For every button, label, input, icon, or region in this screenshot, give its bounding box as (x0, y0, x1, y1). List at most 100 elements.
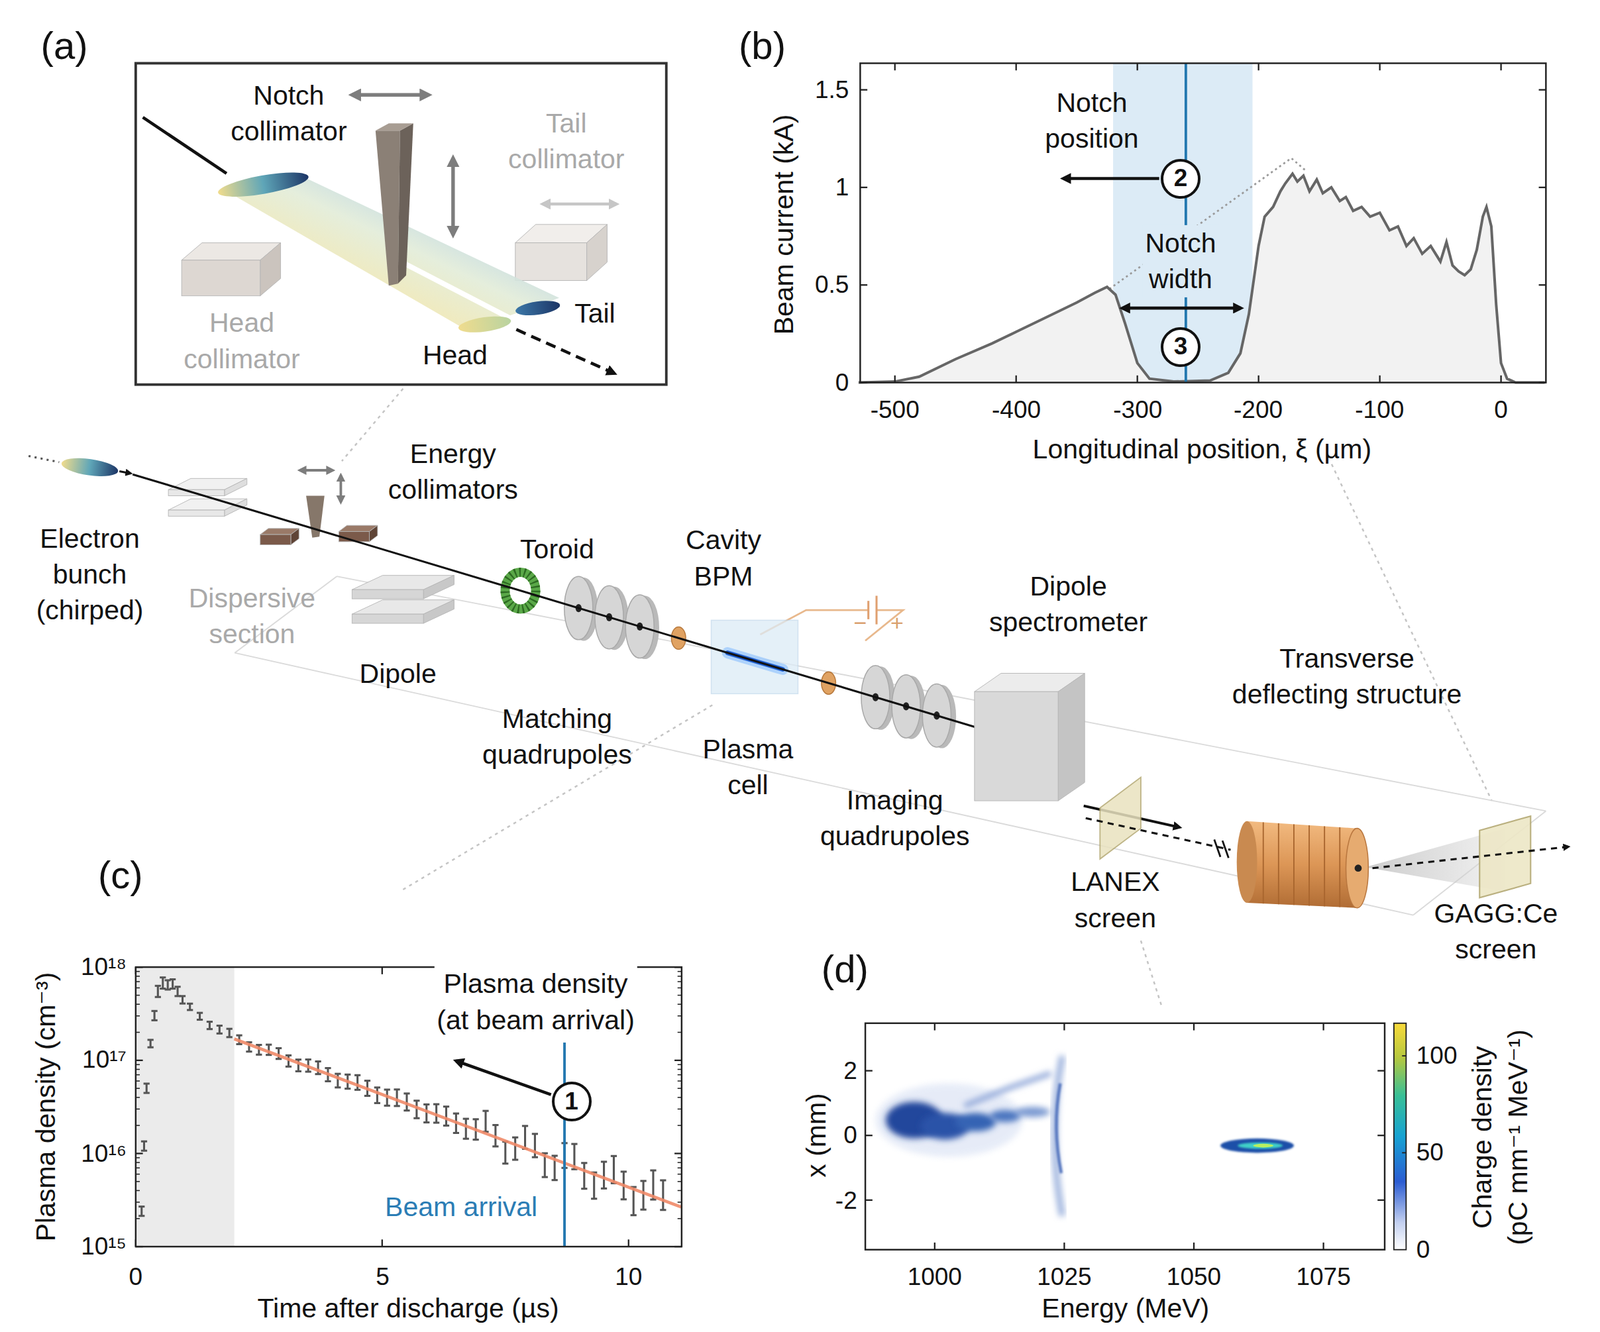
tds-body (1246, 821, 1357, 909)
error-cap (492, 1124, 499, 1127)
tick-mark (1063, 1023, 1065, 1031)
dipole-magnet (351, 575, 454, 599)
error-cap (620, 1170, 627, 1173)
error-bar (396, 1089, 399, 1107)
tick-mark (934, 1242, 936, 1251)
tick-mark (1378, 62, 1381, 71)
spectrum-arc (1054, 1056, 1063, 1217)
error-cap (423, 1103, 430, 1106)
error-bar (602, 1162, 605, 1189)
part-label: Tail collimator (508, 104, 625, 177)
error-cap (374, 1102, 381, 1105)
panel-b (858, 62, 1547, 383)
error-bar (524, 1126, 527, 1150)
error-cap (364, 1079, 371, 1082)
panel-a (135, 62, 667, 385)
dipole-magnet-side (423, 600, 454, 624)
spectrometer-dipole-front (974, 691, 1059, 801)
tick-label: 10¹⁶ (80, 1138, 127, 1171)
tick-mark (859, 88, 868, 91)
error-bar (181, 996, 184, 1004)
dispersive-dipole (168, 498, 248, 517)
error-bar (171, 979, 174, 990)
tick-mark (1377, 1069, 1385, 1072)
spectrometer-dipole (974, 673, 1085, 802)
tick-label: 1025 (1036, 1261, 1092, 1294)
error-cap (138, 1215, 145, 1218)
error-cap (275, 1058, 282, 1061)
tick-mark (1063, 1242, 1065, 1251)
error-cap (393, 1105, 400, 1108)
tick-mark (135, 1152, 144, 1155)
error-cap (206, 1020, 213, 1023)
error-cap (384, 1105, 391, 1108)
panel-c (135, 967, 682, 1247)
notch-gap (398, 260, 511, 319)
motion-arrow (451, 158, 455, 236)
part-label: Head (422, 337, 488, 374)
spectrum-blob (1014, 1107, 1050, 1118)
error-cap (610, 1155, 617, 1158)
tick-mark (1401, 1152, 1406, 1154)
error-cap (473, 1118, 480, 1121)
part-label: Energy collimators (388, 435, 519, 507)
error-cap (374, 1086, 381, 1089)
error-cap (354, 1074, 361, 1077)
tick-mark (1322, 1242, 1324, 1251)
polarity-sign: − (853, 607, 867, 638)
tick-mark (1401, 1055, 1406, 1057)
annotation: Notch position (1044, 84, 1139, 157)
error-cap (453, 1113, 460, 1116)
panel-letter: (a) (41, 20, 89, 72)
error-bar (484, 1111, 487, 1133)
tick-label: 1 (835, 171, 850, 205)
exponential-fit (234, 1039, 682, 1208)
tick-label: 1.5 (814, 73, 849, 107)
panel-d (865, 1023, 1406, 1251)
tick-mark (1136, 375, 1139, 383)
witness-bunch-core (1237, 1142, 1283, 1149)
lanex-screen (1099, 777, 1141, 860)
energy-collimator-block (338, 525, 378, 542)
electron-bunch (216, 167, 311, 202)
error-cap (640, 1209, 646, 1212)
error-cap (581, 1162, 587, 1165)
error-cap (324, 1080, 331, 1083)
error-cap (541, 1176, 548, 1179)
error-cap (179, 1003, 186, 1006)
error-cap (649, 1169, 656, 1172)
part-label: Plasma cell (702, 731, 794, 803)
beam-line (28, 455, 59, 462)
error-cap (295, 1070, 302, 1073)
current-fill (858, 173, 1546, 383)
error-cap (143, 1082, 150, 1085)
error-cap (275, 1047, 282, 1050)
tail-collimator-block-side (586, 224, 608, 281)
error-cap (659, 1209, 666, 1212)
tick-label: -100 (1354, 394, 1404, 427)
error-cap (600, 1187, 607, 1190)
error-cap (581, 1187, 587, 1190)
panel-letter: (d) (821, 944, 869, 996)
beam-line (1085, 818, 1231, 851)
error-cap (640, 1179, 646, 1182)
energy-collimator-block-side (290, 528, 299, 546)
annotation: Plasma density (at beam arrival) (433, 965, 637, 1038)
tick-mark (1377, 1199, 1385, 1202)
error-cap (433, 1103, 440, 1106)
error-bar (228, 1028, 231, 1038)
tick-label: 0 (1493, 394, 1508, 427)
part-label: Cavity BPM (685, 522, 762, 594)
tick-label: 100 (1416, 1040, 1458, 1073)
error-cap (143, 1092, 150, 1095)
error-bar (504, 1142, 507, 1165)
tick-mark (1499, 62, 1502, 71)
tds-end (1345, 828, 1369, 909)
tds-cell (1308, 825, 1310, 906)
panel-letter: (b) (738, 20, 786, 72)
tick-mark (1377, 1134, 1385, 1137)
error-bar (140, 1207, 143, 1217)
part-label: LANEX screen (1070, 863, 1160, 936)
axis-title: Energy (MeV) (1041, 1289, 1210, 1326)
part-label: Dispersive section (188, 580, 316, 652)
